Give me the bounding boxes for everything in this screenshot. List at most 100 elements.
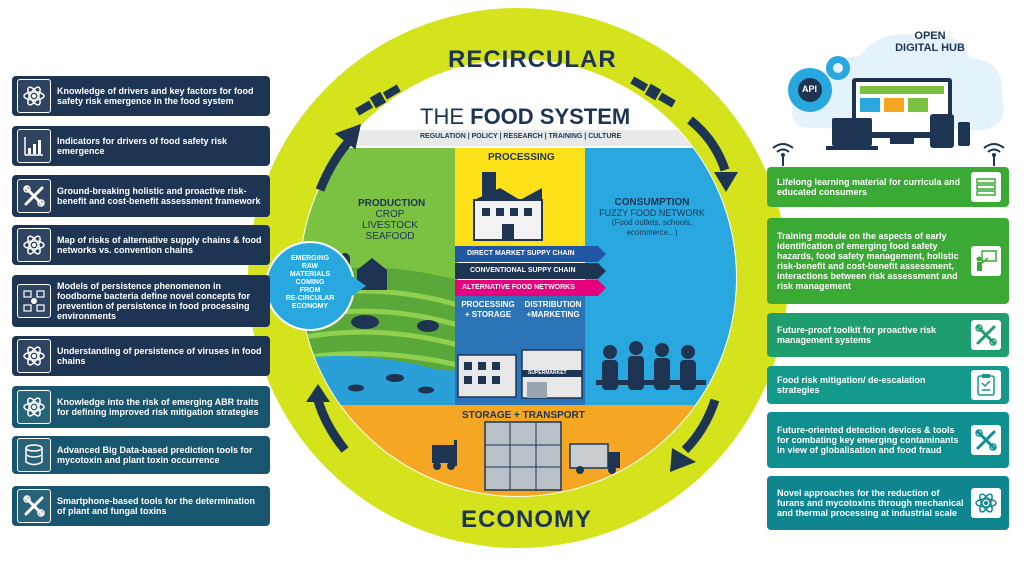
outcome-text: Indicators for drivers of food safety ri… (57, 136, 228, 156)
production-title: PRODUCTION (358, 198, 426, 209)
atom-icon (17, 79, 51, 113)
consumption-heading: CONSUMPTION FUZZY FOOD NETWORK (Food out… (598, 198, 706, 238)
consumption-title: CONSUMPTION (614, 197, 690, 208)
books-icon (971, 172, 1001, 202)
production-line: SEAFOOD (365, 231, 415, 242)
processing-storage-line: + STORAGE (464, 310, 512, 319)
outcome-card-right: Lifelong learning material for curricula… (767, 167, 1009, 207)
outcome-card-left: Models of persistence phenomenon in food… (12, 275, 270, 327)
satellite-icon (355, 84, 401, 116)
hub-title-line: OPEN (914, 30, 946, 42)
consumption-line: (Food outlets, schools, (611, 218, 693, 227)
title-prefix: THE (420, 104, 464, 129)
outcome-text: Models of persistence phenomenon in food… (57, 281, 251, 321)
outcome-text: Training module on the aspects of early … (777, 231, 959, 291)
processing-heading: PROCESSING (488, 152, 555, 163)
ring-arrow-bottomright (681, 398, 720, 454)
outcome-card-left: Advanced Big Data-based prediction tools… (12, 436, 270, 474)
tools-icon (17, 489, 51, 523)
ring-bottom-label: ECONOMY (461, 506, 593, 533)
ring-arrow-bottomleft (313, 398, 349, 453)
ring-top-label: RECIRCULAR (448, 46, 617, 73)
distribution-line: DISTRIBUTION (524, 300, 582, 309)
outcome-card-left: Smartphone-based tools for the determina… (12, 486, 270, 526)
outcome-card-right: Training module on the aspects of early … (767, 218, 1009, 304)
title-main: FOOD SYSTEM (470, 104, 631, 129)
conventional-chain-label: CONVENTIONAL SUPPY CHAIN (470, 267, 576, 274)
warehouse-icon (457, 354, 517, 398)
consumption-line: FUZZY FOOD NETWORK (599, 208, 705, 218)
raw-line: RE-CIRCULAR (285, 295, 335, 302)
outcome-text: Knowledge of drivers and key factors for… (57, 86, 254, 106)
consumption-line: ecommerce...) (626, 228, 678, 237)
outcome-text: Future-proof toolkit for proactive risk … (777, 325, 937, 345)
forklift-icon (432, 440, 457, 470)
distribution-label: DISTRIBUTION +MARKETING (521, 300, 585, 320)
api-badge: API (802, 84, 818, 94)
digital-hub-graphic (788, 33, 1004, 150)
fish-icon (386, 374, 404, 382)
tools-icon (17, 179, 51, 213)
outcome-text: Knowledge into the risk of emerging ABR … (57, 397, 259, 417)
satellite-icon (630, 76, 676, 108)
supermarket-icon (521, 349, 583, 399)
alternative-chain-label: ALTERNATIVE FOOD NETWORKS (462, 284, 575, 291)
alternative-chain-arrow (455, 280, 606, 296)
ring-arrow-topleft (315, 136, 354, 192)
atom-icon (17, 339, 51, 373)
atom-icon (17, 228, 51, 262)
outcome-text: Ground-breaking holistic and proactive r… (57, 186, 261, 206)
direct-chain-arrow (455, 246, 606, 262)
hub-title: OPEN DIGITAL HUB (880, 30, 980, 54)
pallets-icon (484, 421, 562, 491)
supermarket-sign: SUPERMARKET (528, 370, 567, 376)
hub-title-line: DIGITAL HUB (895, 42, 965, 54)
tools-icon (971, 320, 1001, 350)
outcome-card-left: Knowledge of drivers and key factors for… (12, 76, 270, 116)
factory-icon (473, 172, 543, 241)
raw-line: COMING (295, 279, 325, 286)
outcome-card-right: Novel approaches for the reduction of fu… (767, 476, 1009, 530)
outcome-card-left: Knowledge into the risk of emerging ABR … (12, 386, 270, 428)
outcome-text: Novel approaches for the reduction of fu… (777, 488, 964, 518)
subtitle-band (300, 130, 736, 146)
outcome-text: Future-oriented detection devices & tool… (777, 425, 959, 455)
training-icon (971, 246, 1001, 276)
storage-transport-label: STORAGE + TRANSPORT (462, 410, 585, 421)
title-subtitle: REGULATION | POLICY | RESEARCH | TRAININ… (420, 133, 622, 140)
outcome-card-left: Understanding of persistence of viruses … (12, 336, 270, 376)
database-icon (17, 438, 51, 472)
outcome-card-left: Map of risks of alternative supply chain… (12, 225, 270, 265)
laptop-icon (832, 118, 872, 146)
production-line: LIVESTOCK (362, 220, 418, 231)
ring-arrow-topright (687, 116, 730, 172)
processing-storage-label: PROCESSING + STORAGE (457, 300, 519, 320)
outcome-text: Advanced Big Data-based prediction tools… (57, 445, 253, 465)
tablet-icon (930, 114, 954, 148)
network-icon (17, 284, 51, 318)
outcome-text: Smartphone-based tools for the determina… (57, 496, 256, 516)
atom-icon (971, 488, 1001, 518)
raw-materials-label: EMERGING RAW MATERIALS COMING FROM RE-CI… (276, 255, 344, 311)
outcome-card-left: Ground-breaking holistic and proactive r… (12, 175, 270, 217)
outcome-text: Map of risks of alternative supply chain… (57, 235, 262, 255)
page-title: THE FOOD SYSTEM (420, 104, 630, 130)
phone-icon (958, 122, 970, 146)
truck-icon (569, 443, 620, 474)
atom-icon (17, 390, 51, 424)
outcome-card-right: Food risk mitigation/ de-escalation stra… (767, 366, 1009, 404)
raw-line: ECONOMY (291, 303, 329, 310)
raw-line: FROM (299, 287, 321, 294)
processing-storage-line: PROCESSING (461, 300, 515, 309)
pig-icon (417, 320, 439, 332)
chart-icon (17, 129, 51, 163)
cow-icon (351, 315, 379, 329)
clipboard-icon (971, 370, 1001, 400)
raw-line: MATERIALS (289, 271, 331, 278)
raw-line: EMERGING (290, 255, 330, 262)
conventional-chain-arrow (455, 263, 606, 279)
outcome-card-left: Indicators for drivers of food safety ri… (12, 126, 270, 166)
production-heading: PRODUCTION CROP LIVESTOCK SEAFOOD (358, 198, 426, 242)
outcome-card-right: Future-oriented detection devices & tool… (767, 412, 1009, 468)
